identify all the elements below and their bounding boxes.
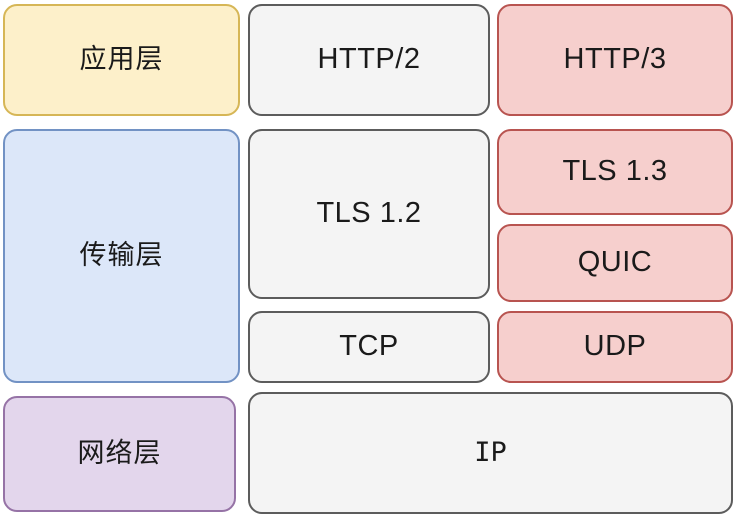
layer-label-application-text: 应用层 (79, 44, 164, 75)
protocol-box-ip-text: IP (474, 437, 507, 469)
protocol-box-tcp-text: TCP (339, 330, 399, 363)
protocol-box-ip[interactable]: IP (248, 392, 733, 514)
layer-label-transport-text: 传输层 (79, 240, 164, 271)
protocol-box-http2[interactable]: HTTP/2 (248, 4, 490, 116)
protocol-box-quic[interactable]: QUIC (497, 224, 733, 302)
layer-label-network[interactable]: 网络层 (3, 396, 236, 512)
layer-label-transport[interactable]: 传输层 (3, 129, 240, 383)
layer-label-application[interactable]: 应用层 (3, 4, 240, 116)
protocol-box-http3-text: HTTP/3 (563, 43, 667, 76)
protocol-box-tcp[interactable]: TCP (248, 311, 490, 383)
protocol-box-tls12[interactable]: TLS 1.2 (248, 129, 490, 299)
protocol-box-udp[interactable]: UDP (497, 311, 733, 383)
layer-label-network-text: 网络层 (77, 438, 162, 469)
protocol-box-quic-text: QUIC (577, 246, 653, 279)
protocol-box-http2-text: HTTP/2 (317, 43, 421, 76)
protocol-box-tls12-text: TLS 1.2 (316, 197, 422, 230)
protocol-box-http3[interactable]: HTTP/3 (497, 4, 733, 116)
protocol-box-tls13-text: TLS 1.3 (562, 155, 668, 188)
protocol-box-tls13[interactable]: TLS 1.3 (497, 129, 733, 215)
protocol-box-udp-text: UDP (583, 330, 647, 363)
